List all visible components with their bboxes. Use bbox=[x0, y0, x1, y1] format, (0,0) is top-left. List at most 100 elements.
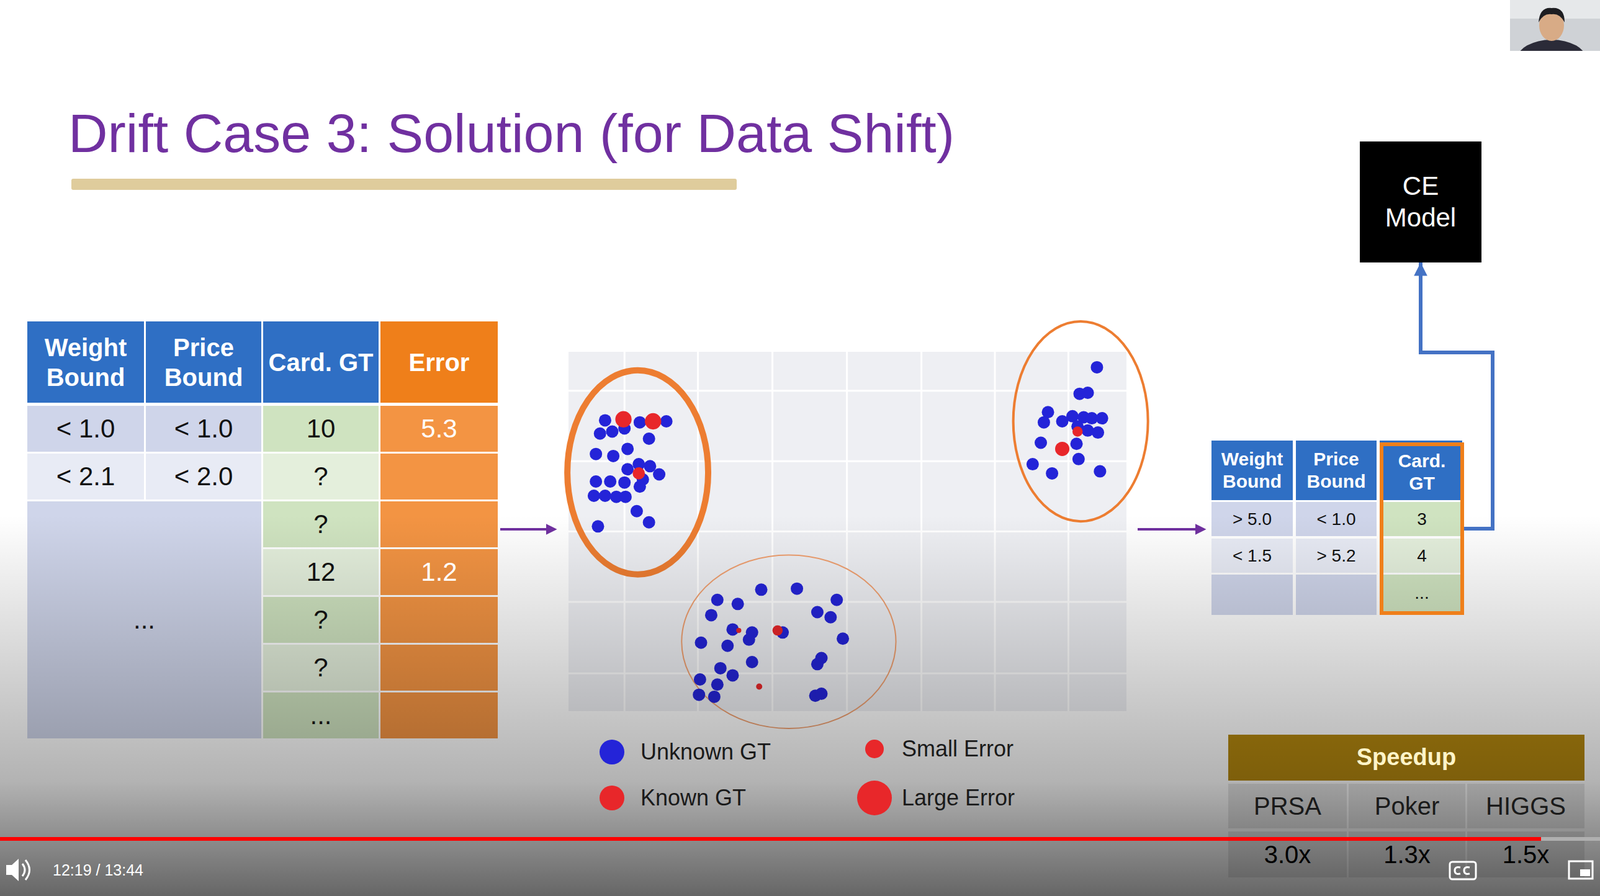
table-cell-text: > 5.0 bbox=[1211, 502, 1293, 537]
cluster-outline bbox=[681, 554, 896, 729]
miniplayer-icon-inner bbox=[1580, 869, 1591, 877]
table-cell bbox=[27, 501, 262, 739]
data-point bbox=[643, 459, 657, 473]
table-cell-text: PRSA bbox=[1228, 783, 1347, 829]
table-cell-text: < 2.1 bbox=[27, 453, 144, 500]
data-point bbox=[708, 690, 721, 704]
table-header-cell bbox=[27, 321, 144, 403]
table-cell bbox=[27, 405, 144, 452]
table-cell-text: ? bbox=[263, 644, 379, 691]
grid-line bbox=[623, 351, 626, 712]
data-point bbox=[633, 416, 647, 429]
slide-title: Drift Case 3: Solution (for Data Shift) bbox=[68, 100, 955, 167]
legend-swatch bbox=[599, 785, 625, 811]
labelled-point bbox=[644, 413, 661, 430]
grid-line bbox=[568, 389, 1127, 392]
table-cell bbox=[380, 549, 498, 596]
legend-swatch bbox=[857, 780, 892, 816]
table-cell bbox=[1348, 783, 1466, 829]
data-point bbox=[1090, 361, 1103, 374]
table-cell-text: Speedup bbox=[1228, 734, 1585, 781]
data-point bbox=[589, 448, 603, 461]
table-cell bbox=[145, 453, 262, 500]
labelled-point bbox=[755, 683, 763, 691]
data-point bbox=[636, 473, 650, 486]
grid-line bbox=[994, 351, 997, 712]
table-cell bbox=[1228, 831, 1347, 878]
data-point bbox=[1066, 410, 1079, 423]
video-time: 12:19 / 13:44 bbox=[52, 857, 239, 883]
plot-background bbox=[568, 351, 1127, 712]
data-point bbox=[632, 458, 645, 471]
data-point bbox=[755, 583, 768, 596]
table-cell-text: HIGGS bbox=[1467, 783, 1585, 829]
labelled-point bbox=[772, 625, 783, 636]
table-header-cell bbox=[1228, 734, 1585, 781]
data-point bbox=[809, 689, 822, 702]
table-cell bbox=[380, 501, 498, 548]
table-cell bbox=[1295, 538, 1377, 573]
data-point bbox=[1071, 420, 1084, 433]
table-cell bbox=[263, 549, 379, 596]
table-cell bbox=[1379, 502, 1463, 537]
progress-bar bbox=[0, 837, 1542, 841]
data-point bbox=[621, 442, 634, 455]
grid-line bbox=[696, 351, 699, 712]
table-cell-text: Poker bbox=[1348, 783, 1466, 829]
data-point bbox=[811, 605, 824, 619]
table-cell bbox=[380, 644, 498, 691]
table-cell bbox=[380, 453, 498, 500]
data-point bbox=[746, 626, 759, 639]
flow-arrow bbox=[1137, 528, 1205, 531]
data-point bbox=[726, 623, 739, 636]
data-point bbox=[1093, 465, 1106, 478]
node-text: CE Model bbox=[1370, 170, 1471, 234]
video-shade bbox=[0, 515, 1600, 896]
table-cell-text: Card. GT bbox=[263, 321, 379, 403]
volume-icon bbox=[6, 858, 19, 882]
labelled-point bbox=[736, 628, 742, 634]
labelled-point bbox=[632, 467, 645, 480]
grid-line bbox=[771, 351, 774, 712]
table-cell bbox=[263, 453, 379, 500]
legend-text: Unknown GT bbox=[640, 736, 771, 769]
data-point bbox=[619, 490, 632, 504]
legend-swatch bbox=[599, 739, 625, 765]
data-point bbox=[721, 639, 734, 653]
table-cell-text: Price Bound bbox=[145, 321, 262, 403]
flow-arrow bbox=[500, 528, 555, 531]
data-point bbox=[1081, 386, 1095, 400]
table-cell-text: Weight Bound bbox=[1211, 440, 1293, 501]
data-point bbox=[1045, 467, 1059, 480]
data-point bbox=[1042, 405, 1055, 419]
table-header-cell bbox=[1295, 440, 1377, 501]
data-point bbox=[790, 582, 804, 596]
table-cell bbox=[380, 692, 498, 739]
data-point bbox=[621, 462, 634, 476]
speaker-hair bbox=[1538, 8, 1565, 23]
table-cell bbox=[1467, 831, 1585, 878]
table-cell bbox=[27, 453, 144, 500]
data-point bbox=[693, 673, 707, 686]
data-point bbox=[776, 626, 789, 639]
table-header-cell bbox=[380, 321, 498, 403]
data-point bbox=[1096, 412, 1109, 425]
table-cell-text: ? bbox=[263, 453, 379, 500]
captions-icon-mark bbox=[1464, 867, 1470, 875]
data-point bbox=[660, 415, 673, 428]
data-point bbox=[591, 520, 604, 533]
table-cell bbox=[1348, 831, 1466, 878]
data-point bbox=[695, 636, 708, 650]
cluster-outline bbox=[1013, 321, 1149, 522]
data-point bbox=[711, 593, 724, 607]
data-point bbox=[610, 490, 623, 504]
legend-swatch bbox=[865, 739, 884, 759]
table-header-cell bbox=[1211, 440, 1293, 501]
table-cell-text: < 1.5 bbox=[1211, 538, 1293, 573]
node-text: 4 bbox=[1383, 538, 1461, 573]
table-cell bbox=[1211, 502, 1293, 537]
table-header-cell bbox=[263, 321, 379, 403]
table-cell bbox=[145, 405, 262, 452]
highlighted-column: Card. GT34... bbox=[1379, 442, 1465, 616]
table-cell bbox=[263, 597, 379, 643]
